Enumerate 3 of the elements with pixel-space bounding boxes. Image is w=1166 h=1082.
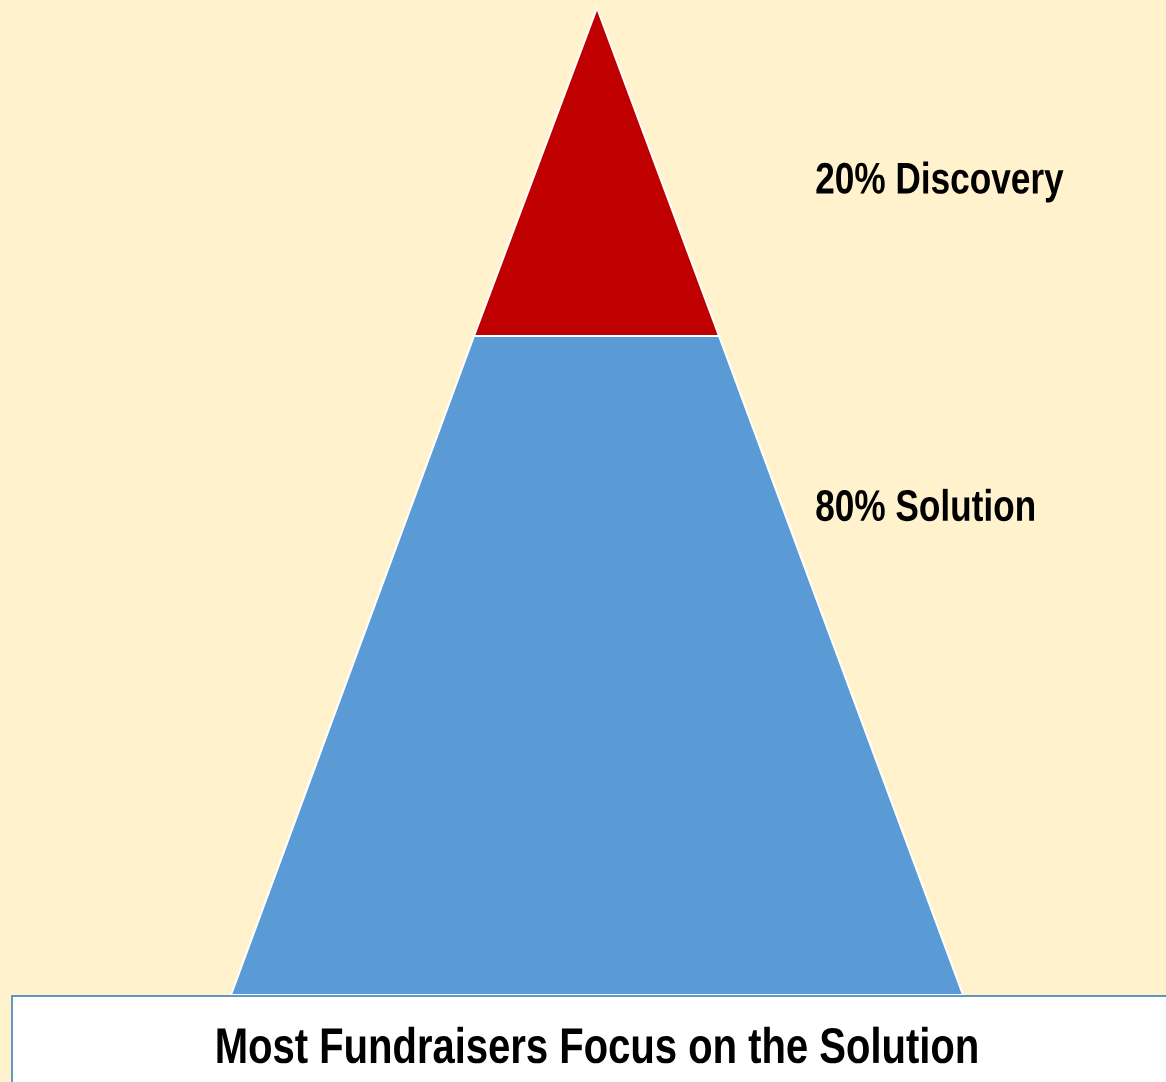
section-label: 20% Discovery bbox=[816, 161, 1064, 203]
caption-box: Most Fundraisers Focus on the Solution bbox=[11, 995, 1166, 1082]
section-label: 80% Solution bbox=[816, 488, 1034, 522]
